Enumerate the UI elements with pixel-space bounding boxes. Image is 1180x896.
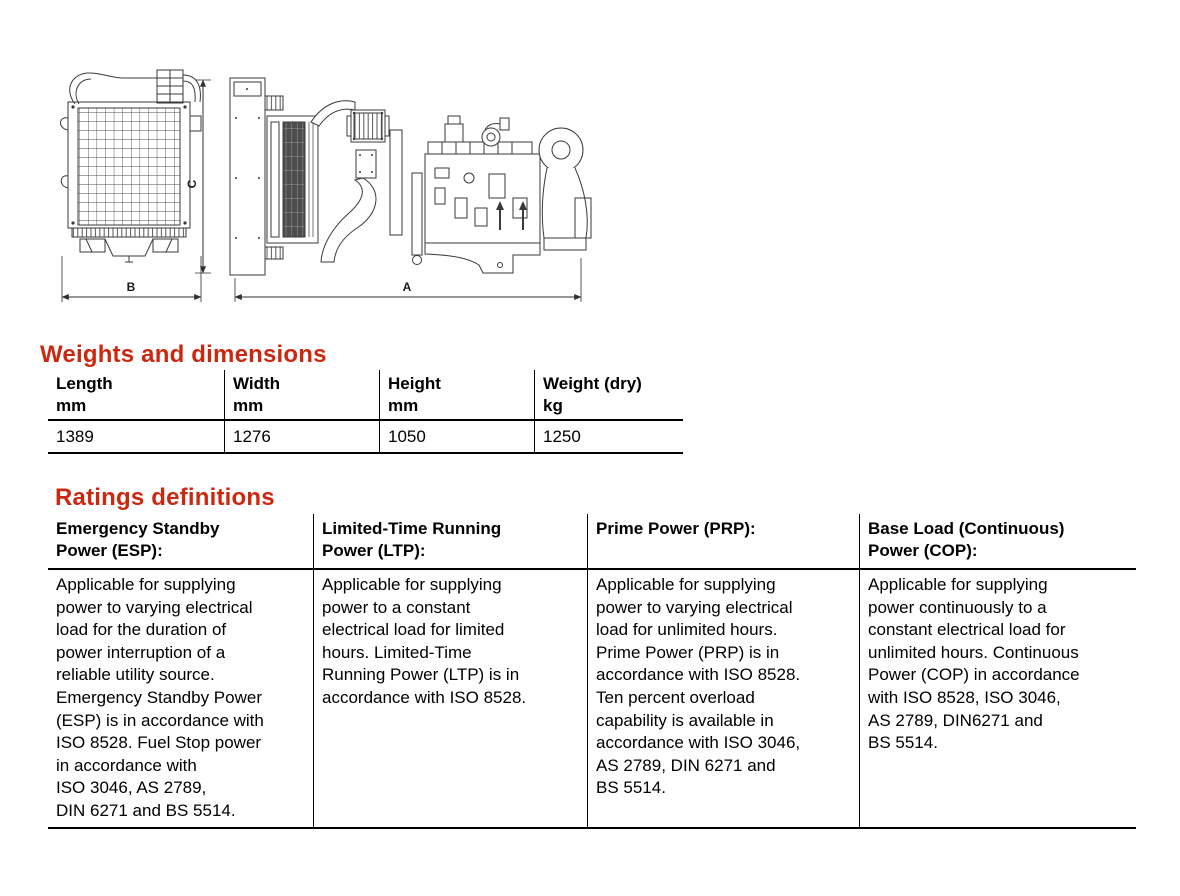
- weights-table: Length mm Width mm Height mm Weight (dry…: [48, 370, 683, 454]
- dimension-c: C: [185, 79, 211, 274]
- weights-section-title: Weights and dimensions: [40, 341, 327, 368]
- dimension-a: A: [234, 258, 582, 302]
- ratings-body-esp: Applicable for supplying power to varyin…: [48, 570, 314, 827]
- weights-header-length: Length mm: [48, 370, 225, 419]
- weights-value-height: 1050: [380, 421, 535, 452]
- ratings-section-title: Ratings definitions: [55, 484, 275, 511]
- dimension-b: B: [61, 256, 202, 302]
- ratings-header-ltp: Limited-Time Running Power (LTP):: [314, 514, 588, 568]
- dimension-label-a: A: [403, 280, 412, 294]
- weights-value-weight: 1250: [543, 427, 581, 446]
- ratings-body-prp: Applicable for supplying power to varyin…: [588, 570, 860, 827]
- weights-value-width: 1276: [225, 421, 380, 452]
- weights-header-length-label: Length: [56, 374, 113, 393]
- dimension-label-c: C: [185, 179, 199, 188]
- weights-header-weight: Weight (dry) kg: [535, 370, 683, 419]
- ratings-header-cop: Base Load (Continuous) Power (COP):: [868, 519, 1065, 560]
- ratings-header-esp: Emergency Standby Power (ESP):: [48, 514, 314, 568]
- weights-value-length: 1389: [48, 421, 225, 452]
- weights-header-height-unit: mm: [388, 396, 419, 415]
- weights-header-length-unit: mm: [56, 396, 87, 415]
- engine-side-view: [229, 77, 592, 276]
- weights-header-weight-label: Weight (dry): [543, 374, 642, 393]
- weights-header-height-label: Height: [388, 374, 441, 393]
- weights-table-header-row: Length mm Width mm Height mm Weight (dry…: [48, 370, 683, 421]
- ratings-table: Emergency Standby Power (ESP): Limited-T…: [48, 514, 1136, 829]
- ratings-body-cop: Applicable for supplying power continuou…: [868, 575, 1080, 753]
- weights-header-width-unit: mm: [233, 396, 264, 415]
- engine-dimension-drawing: B C: [60, 69, 592, 302]
- weights-header-weight-unit: kg: [543, 396, 563, 415]
- weights-header-width-label: Width: [233, 374, 281, 393]
- weights-header-width: Width mm: [225, 370, 380, 419]
- ratings-table-header-row: Emergency Standby Power (ESP): Limited-T…: [48, 514, 1136, 570]
- ratings-header-prp: Prime Power (PRP):: [588, 514, 860, 568]
- weights-table-data-row: 1389 1276 1050 1250: [48, 421, 683, 454]
- dimension-label-b: B: [127, 280, 136, 294]
- ratings-body-ltp: Applicable for supplying power to a cons…: [314, 570, 588, 827]
- ratings-table-body-row: Applicable for supplying power to varyin…: [48, 570, 1136, 829]
- weights-header-height: Height mm: [380, 370, 535, 419]
- engine-front-view: [60, 69, 202, 263]
